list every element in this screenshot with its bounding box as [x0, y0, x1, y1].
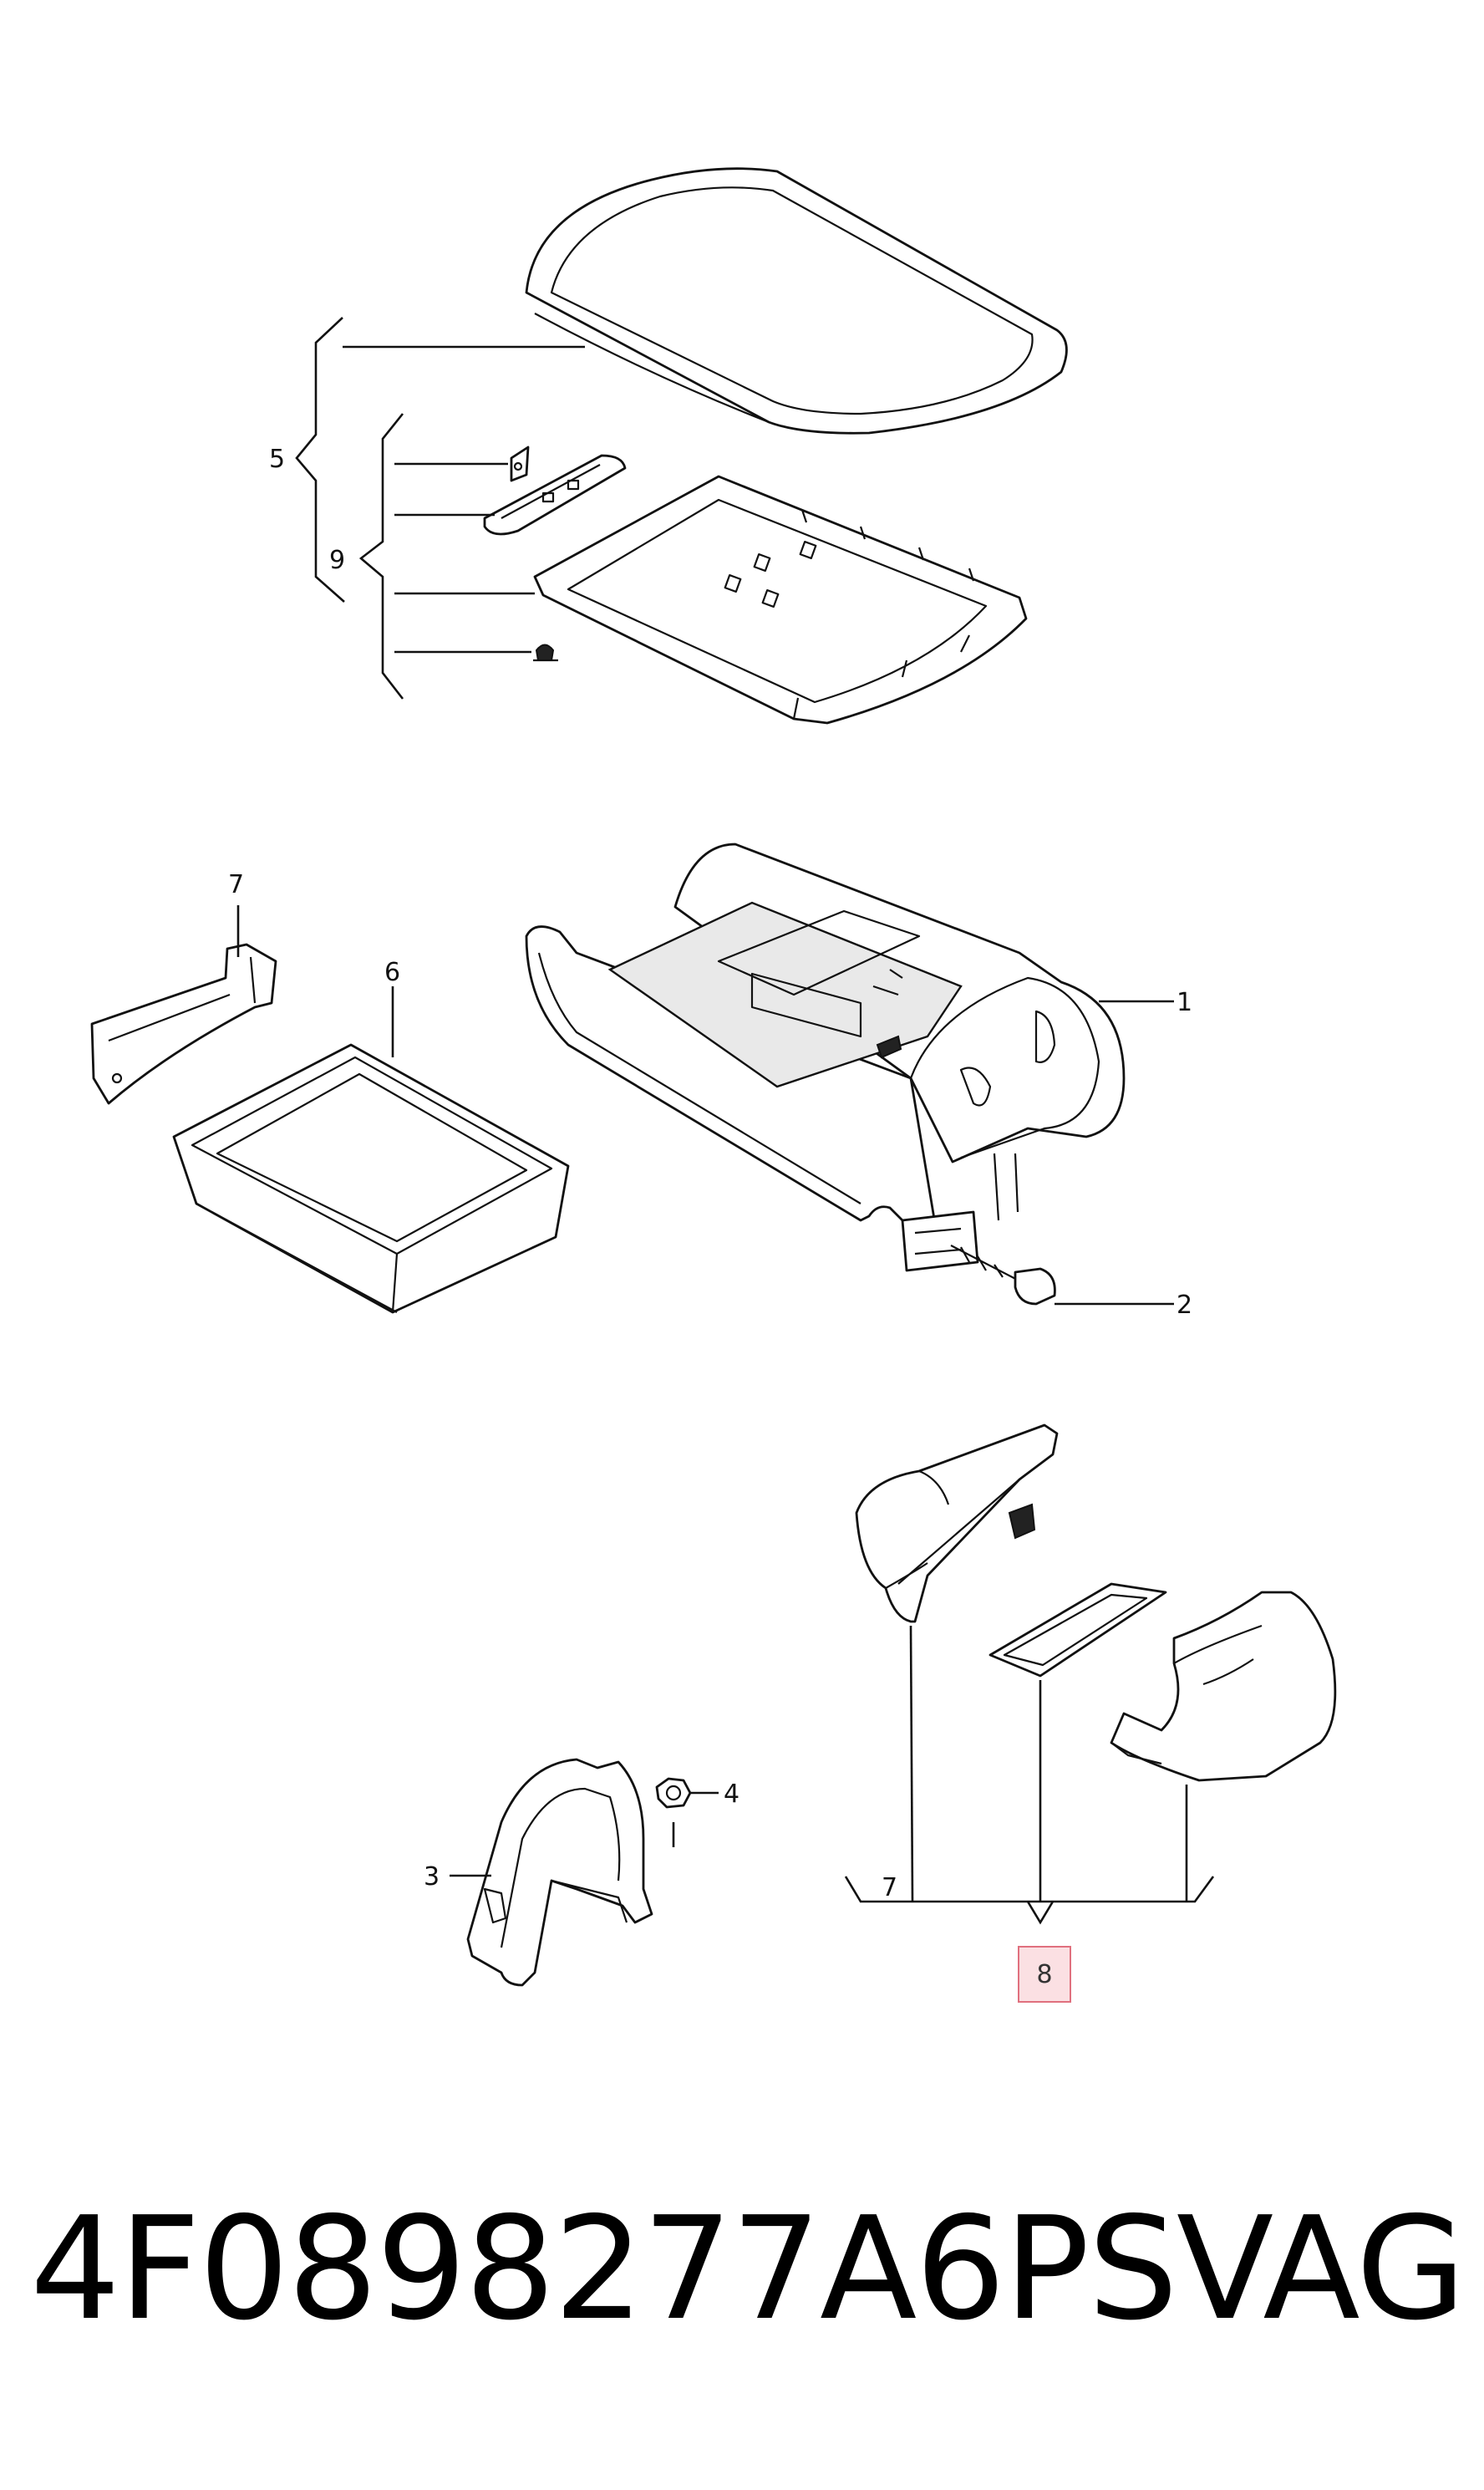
- armrest-lid-cushion: [525, 167, 1068, 435]
- part-footer: 4F0898277A6PS VAG: [30, 2182, 1466, 2357]
- lid-screw: [533, 644, 558, 662]
- callout-1: 1: [1177, 988, 1192, 1017]
- hex-nut: [655, 1777, 692, 1809]
- part-number: 4F0898277A6PS: [30, 2187, 1178, 2352]
- top-bracket-lines: [295, 317, 585, 700]
- callout-3: 3: [424, 1862, 440, 1892]
- callout-7-top: 7: [228, 870, 244, 899]
- callout-6: 6: [384, 958, 400, 987]
- lid-clip: [510, 446, 530, 482]
- highlighted-callout-box: [1018, 1946, 1071, 2003]
- cover-right-piece: [1110, 1591, 1337, 1782]
- bottom-left-callout-lines: [450, 1791, 719, 1877]
- lid-latch: [483, 454, 627, 536]
- cover-seal: [988, 1582, 1167, 1678]
- callout-4: 4: [724, 1780, 739, 1809]
- callout-5: 5: [269, 445, 285, 474]
- callout-9: 9: [329, 546, 345, 575]
- cover-left-piece: [855, 1423, 1059, 1623]
- trim-strip: [90, 943, 277, 1105]
- console-screw: [950, 1245, 1056, 1306]
- callout-8: 8: [1036, 1959, 1053, 1989]
- console-body: [525, 843, 1126, 1272]
- callout-2: 2: [1177, 1291, 1192, 1320]
- callout-7-bottom: 7: [882, 1873, 897, 1902]
- storage-tray: [172, 1043, 570, 1314]
- middle-callout-lines: [236, 905, 1174, 1306]
- kit-bracket-lines: [844, 1625, 1215, 1925]
- lid-frame: [533, 475, 1028, 725]
- brand: VAG: [1176, 2187, 1466, 2352]
- mount-bracket: [466, 1758, 653, 1987]
